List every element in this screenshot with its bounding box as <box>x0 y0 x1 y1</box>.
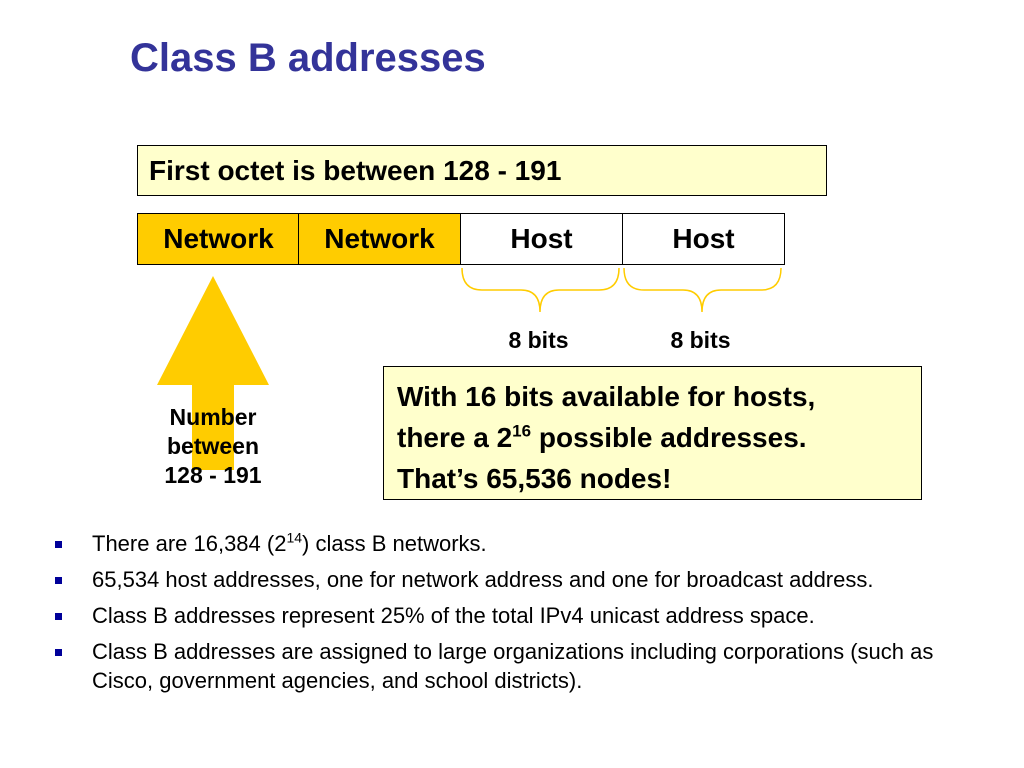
arrow-label-line-2: between <box>166 433 260 459</box>
bullet-item: 65,534 host addresses, one for network a… <box>55 565 995 594</box>
info-line-2: there a 216 possible addresses. <box>397 421 807 453</box>
info-line-3: That’s 65,536 nodes! <box>397 463 672 494</box>
bullet-list: There are 16,384 (214) class B networks.… <box>55 529 995 702</box>
square-bullet-icon <box>55 613 62 620</box>
exponent-16: 16 <box>512 421 532 441</box>
host-bits-info-box: With 16 bits available for hosts, there … <box>383 366 922 500</box>
arrow-label-line-1: Number <box>169 404 257 430</box>
host-cell-2: Host <box>622 213 785 265</box>
network-cell-2: Network <box>298 213 461 265</box>
host-brace-1 <box>461 267 620 313</box>
arrow-label: Number between 128 - 191 <box>138 403 288 490</box>
exponent-14: 14 <box>286 529 303 546</box>
bits-label-2: 8 bits <box>670 327 731 353</box>
bits-label-1: 8 bits <box>508 327 569 353</box>
info-line-1: With 16 bits available for hosts, <box>397 381 816 412</box>
square-bullet-icon <box>55 541 62 548</box>
bullet-item: There are 16,384 (214) class B networks. <box>55 529 995 558</box>
bullet-item: Class B addresses are assigned to large … <box>55 637 995 695</box>
up-arrow-icon <box>157 276 269 470</box>
host-brace-2 <box>623 267 782 313</box>
square-bullet-icon <box>55 577 62 584</box>
arrow-label-line-3: 128 - 191 <box>164 462 262 488</box>
bullet-item: Class B addresses represent 25% of the t… <box>55 601 995 630</box>
square-bullet-icon <box>55 649 62 656</box>
host-cell-1: Host <box>460 213 623 265</box>
slide-title: Class B addresses <box>130 36 486 80</box>
first-octet-box: First octet is between 128 - 191 <box>137 145 827 196</box>
